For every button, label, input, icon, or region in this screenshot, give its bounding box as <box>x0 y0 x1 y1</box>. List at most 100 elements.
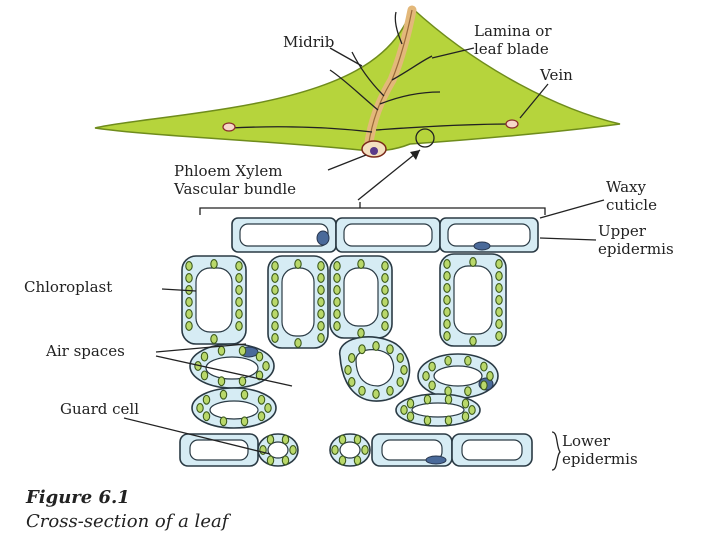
label-midrib: Midrib <box>283 33 334 51</box>
chloroplast <box>487 372 493 381</box>
chloroplast <box>241 417 247 426</box>
chloroplast <box>362 446 368 455</box>
magnify-arrow <box>358 150 420 200</box>
chloroplast <box>387 386 393 395</box>
chloroplast <box>445 356 451 365</box>
chloroplast <box>318 274 324 283</box>
chloroplast <box>220 417 226 426</box>
chloroplast <box>318 322 324 331</box>
chloroplast <box>382 286 388 295</box>
chloroplast <box>186 262 192 271</box>
chloroplast <box>387 345 393 354</box>
chloroplast <box>211 260 217 269</box>
chloroplast <box>201 352 207 361</box>
chloroplast <box>241 390 247 399</box>
chloroplast <box>354 456 360 465</box>
chloroplast <box>444 296 450 305</box>
chloroplast <box>359 386 365 395</box>
chloroplast <box>423 372 429 381</box>
chloroplast <box>445 416 451 425</box>
chloroplast <box>496 332 502 341</box>
chloroplast <box>236 262 242 271</box>
chloroplast <box>218 377 224 386</box>
chloroplast <box>339 435 345 444</box>
label-vein: Vein <box>539 66 573 84</box>
chloroplast <box>218 346 224 355</box>
chloroplast <box>382 262 388 271</box>
chloroplast <box>236 286 242 295</box>
section-bracket <box>200 208 545 215</box>
chloroplast <box>267 456 273 465</box>
chloroplast <box>397 378 403 387</box>
chloroplast <box>295 260 301 269</box>
chloroplast <box>358 329 364 338</box>
chloroplast <box>201 371 207 380</box>
chloroplast <box>236 310 242 319</box>
chloroplast <box>444 260 450 269</box>
label-upper-line2: epidermis <box>598 240 674 258</box>
lower-epidermis-brace <box>552 432 560 470</box>
chloroplast <box>481 362 487 371</box>
chloroplast <box>424 416 430 425</box>
chloroplast <box>359 345 365 354</box>
leader-waxy-cuticle <box>540 200 604 218</box>
chloroplast <box>444 272 450 281</box>
chloroplast <box>481 381 487 390</box>
chloroplast <box>382 274 388 283</box>
chloroplast <box>496 260 502 269</box>
chloroplast <box>373 390 379 399</box>
chloroplast <box>382 310 388 319</box>
chloroplast <box>354 435 360 444</box>
chloroplast <box>444 320 450 329</box>
chloroplast <box>186 322 192 331</box>
chloroplast <box>318 334 324 343</box>
chloroplast <box>397 354 403 363</box>
chloroplast <box>424 395 430 404</box>
vein-bundle-right <box>506 120 518 128</box>
upper-epidermis <box>232 218 538 252</box>
label-lower-line2: epidermis <box>562 450 638 468</box>
chloroplast <box>444 332 450 341</box>
chloroplast <box>272 286 278 295</box>
chloroplast <box>272 310 278 319</box>
chloroplast <box>282 435 288 444</box>
chloroplast <box>345 366 351 375</box>
chloroplast <box>382 322 388 331</box>
chloroplast <box>470 337 476 346</box>
chloroplast <box>349 378 355 387</box>
chloroplast <box>496 308 502 317</box>
chloroplast <box>318 298 324 307</box>
chloroplast <box>272 262 278 271</box>
chloroplast <box>496 284 502 293</box>
label-lamina-line1: Lamina or <box>474 22 552 40</box>
chloroplast <box>203 412 209 421</box>
chloroplast <box>465 387 471 396</box>
label-air-spaces: Air spaces <box>45 342 125 360</box>
chloroplast <box>445 395 451 404</box>
chloroplast <box>211 335 217 344</box>
leader-midrib <box>330 48 362 66</box>
leader-upper-epidermis <box>540 238 596 240</box>
chloroplast <box>407 399 413 408</box>
chloroplast <box>332 446 338 455</box>
label-waxy-line1: Waxy <box>606 178 647 196</box>
chloroplast <box>295 339 301 348</box>
chloroplast <box>186 298 192 307</box>
chloroplast <box>203 395 209 404</box>
chloroplast <box>239 346 245 355</box>
label-guard-cell: Guard cell <box>60 400 139 418</box>
chloroplast <box>401 366 407 375</box>
label-chloroplast: Chloroplast <box>24 278 112 296</box>
chloroplast <box>272 298 278 307</box>
chloroplast <box>444 284 450 293</box>
chloroplast <box>272 322 278 331</box>
chloroplast <box>445 387 451 396</box>
chloroplast <box>462 399 468 408</box>
chloroplast <box>407 412 413 421</box>
chloroplast <box>282 456 288 465</box>
chloroplast <box>462 412 468 421</box>
figure-number: Figure 6.1 <box>25 487 130 508</box>
chloroplast <box>382 298 388 307</box>
chloroplast <box>401 406 407 415</box>
chloroplast <box>334 298 340 307</box>
